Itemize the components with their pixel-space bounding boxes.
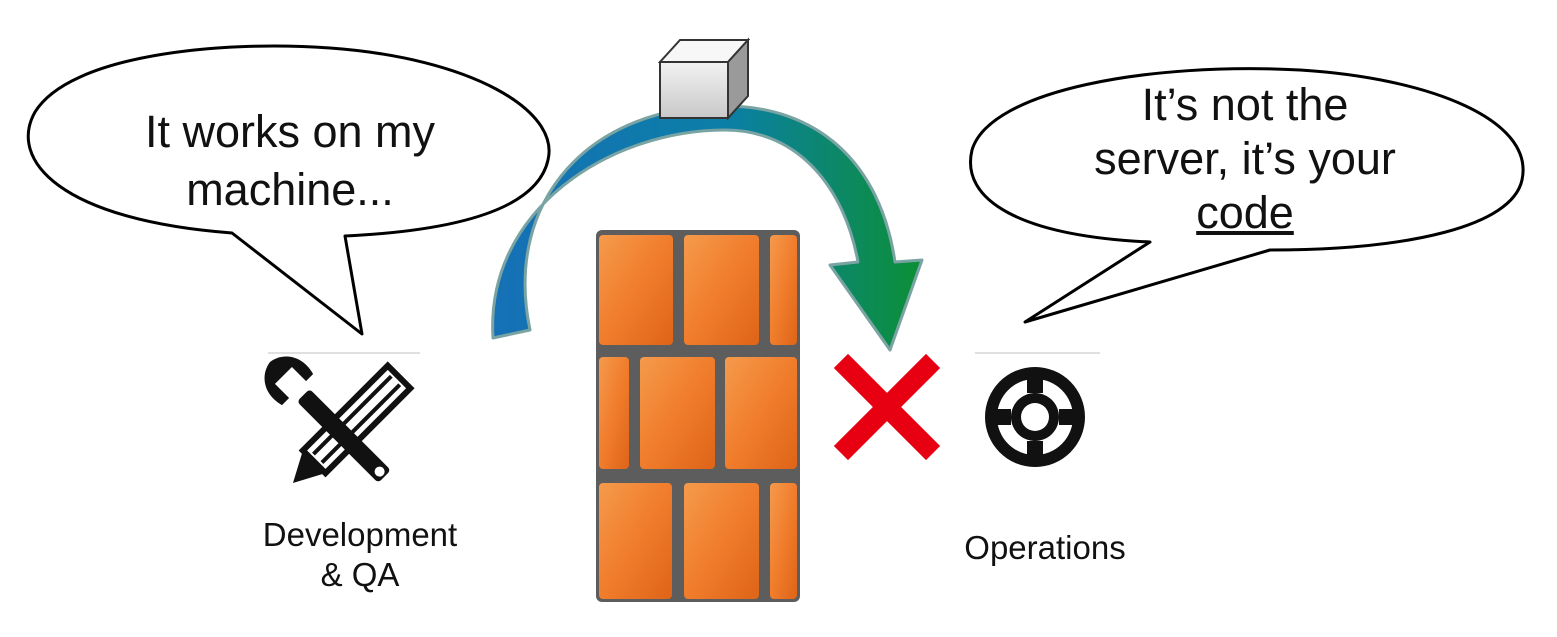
operations-speech-line-2: server, it’s your [1094,133,1396,184]
brick-wall-icon [596,230,800,602]
operations-speech-line-3: code [1196,187,1294,238]
lifebuoy-icon [985,367,1085,467]
wrench-pencil-icon [264,356,415,484]
developer-label-line-2: & QA [320,556,400,593]
package-cube-icon [657,37,751,121]
operations-label: Operations [964,529,1126,566]
red-x-icon [833,353,941,461]
developer-label-line-1: Development [262,516,458,553]
developer-speech-line-1: It works on my [144,106,436,157]
handoff-arrow [491,104,924,352]
developer-speech-line-2: machine... [186,164,394,215]
developer-label: Development & QA [230,515,490,595]
developer-speech-bubble [26,44,551,336]
operations-speech-text: It’s not the server, it’s your code [1075,78,1415,240]
operations-speech-bubble [969,67,1525,324]
operations-speech-line-1: It’s not the [1141,79,1349,130]
developer-speech-text: It works on my machine... [110,103,470,219]
